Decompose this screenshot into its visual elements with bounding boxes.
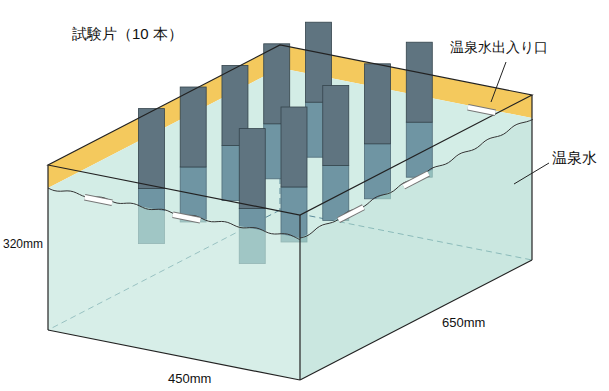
part-label: 試験片（10 本） <box>72 26 183 43</box>
inlet-slot <box>404 174 429 187</box>
inlet-slot-edge <box>404 174 429 187</box>
test-piece <box>239 129 265 209</box>
leader-line <box>491 62 506 102</box>
inlet-slot-edge <box>85 197 112 202</box>
test-piece-submerged <box>323 165 349 220</box>
inlet-slot <box>339 207 364 220</box>
part-label: 温泉水 <box>552 150 597 167</box>
test-piece <box>323 85 349 165</box>
water-line <box>300 119 533 238</box>
dimension-label: 320mm <box>3 238 43 251</box>
test-piece <box>406 42 432 122</box>
tank-outline <box>48 45 532 380</box>
test-piece-submerged <box>365 144 391 199</box>
inlet-slot <box>85 197 112 202</box>
inlet-slot-edge <box>468 107 495 112</box>
dimension-label: 450mm <box>168 372 211 386</box>
inlet-slot <box>468 107 495 112</box>
water-front-face <box>48 188 300 380</box>
part-label: 温泉水出入り口 <box>450 40 548 55</box>
test-piece <box>180 87 206 167</box>
water-line <box>48 188 300 240</box>
test-piece <box>365 64 391 144</box>
water-side-face <box>300 118 532 380</box>
inlet-slot-edge <box>339 207 364 220</box>
test-piece <box>281 107 307 187</box>
inlet-slot-edge <box>173 215 200 220</box>
inlet-slot <box>173 215 200 220</box>
leader-line <box>514 163 549 184</box>
inlet-slots <box>85 107 496 220</box>
dimension-label: 650mm <box>442 316 485 330</box>
test-piece <box>138 109 164 189</box>
test-piece-submerged <box>406 122 432 177</box>
